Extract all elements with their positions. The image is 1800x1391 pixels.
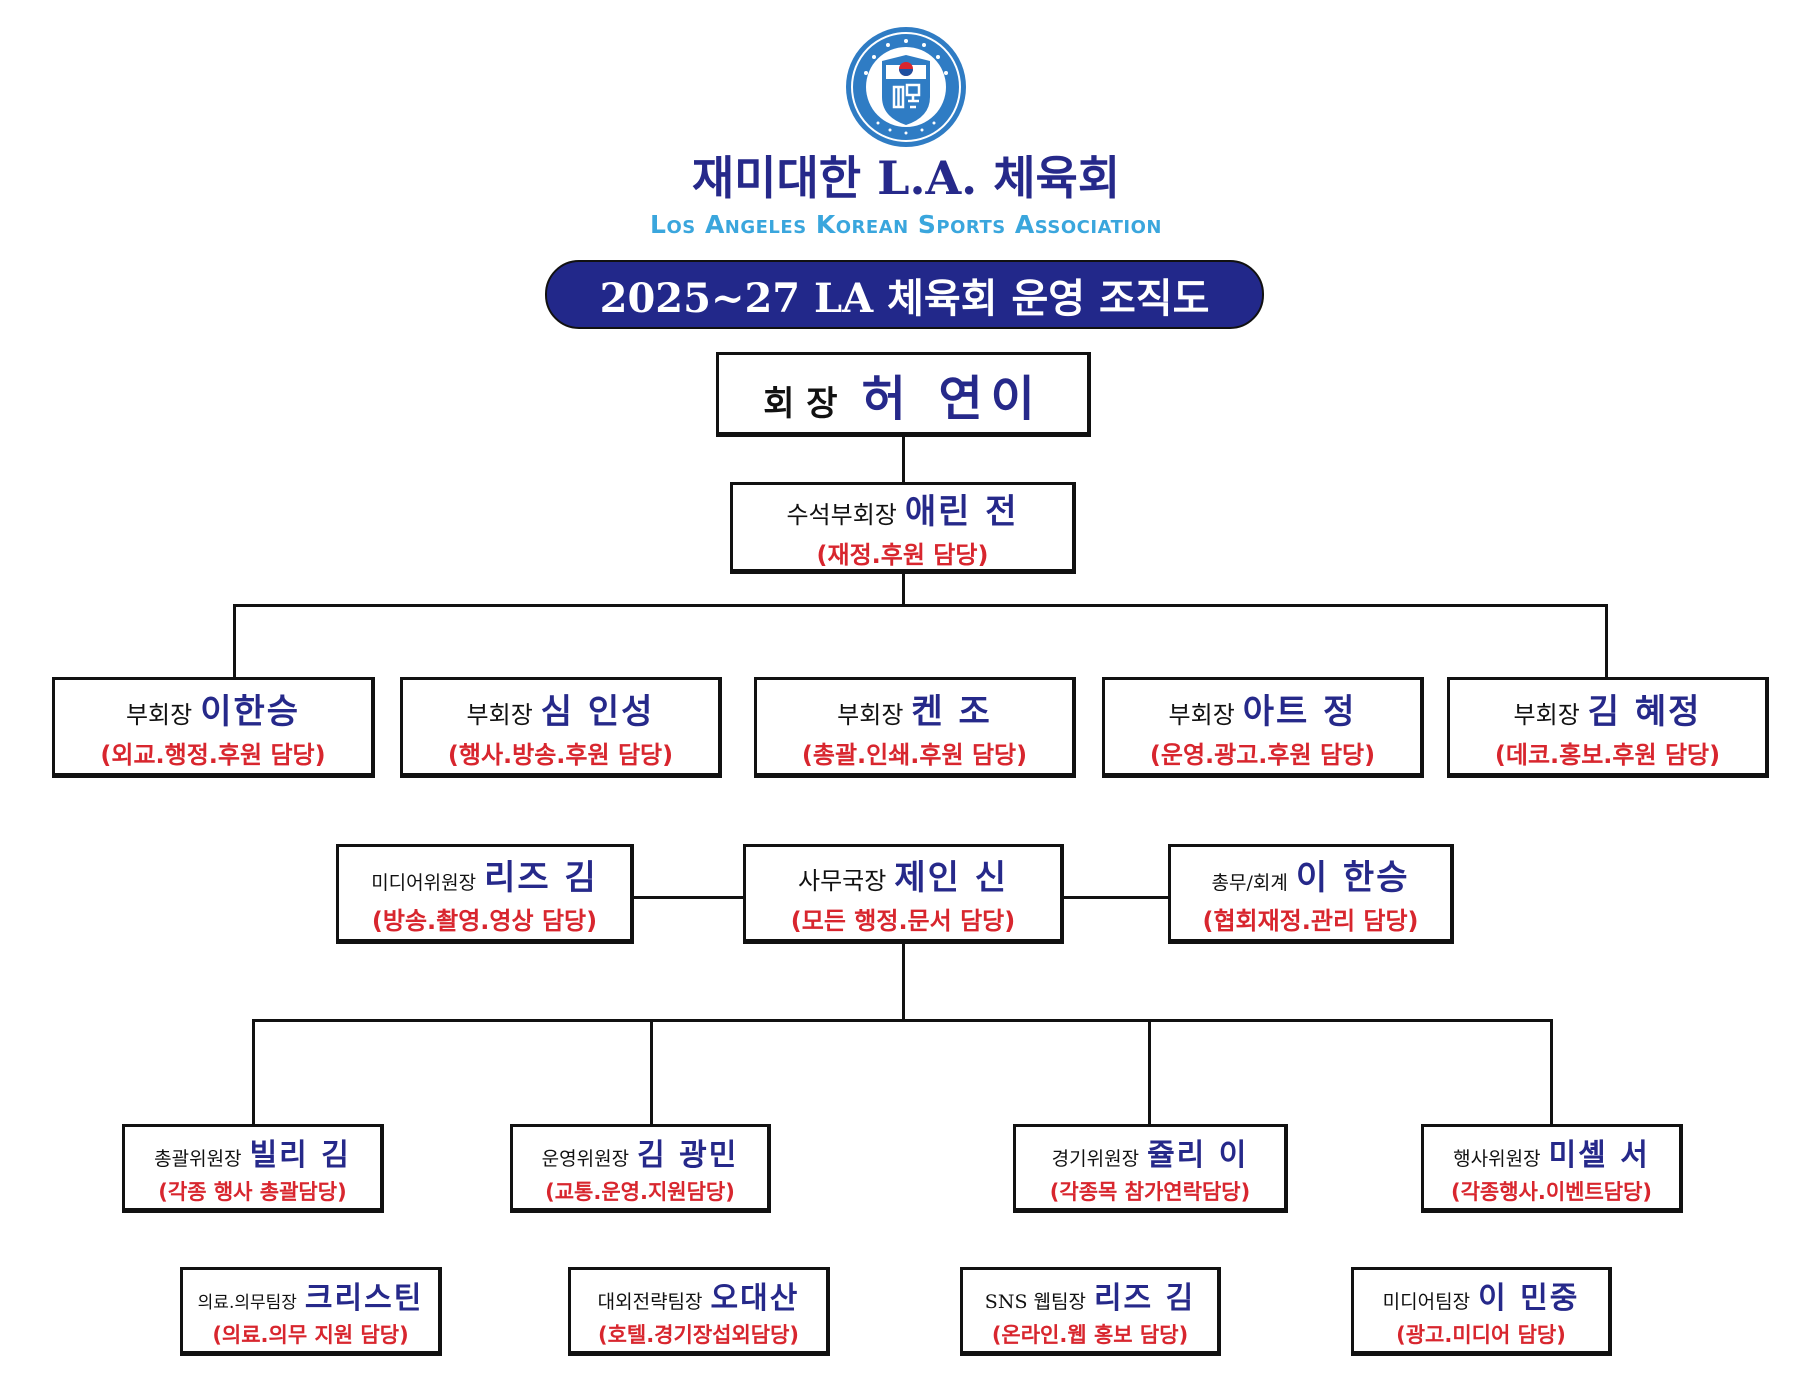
team-box: 대외전략팀장 오대산 (호텔.경기장섭외담당) [568,1267,830,1356]
role-label: 운영위원장 [541,1147,630,1170]
duty-label: (각종 행사 총괄담당) [158,1179,347,1204]
connector [650,1019,653,1124]
duty-label: (온라인.웹 홍보 담당) [991,1322,1189,1347]
role-label: 수석부회장 [786,501,897,529]
duty-label: (협회재정.관리 담당) [1202,907,1419,935]
connector [233,604,1608,607]
duty-label: (교통.운영.지원담당) [545,1179,735,1204]
duty-label: (총괄.인쇄.후원 담당) [801,740,1028,769]
role-label: 회 장 [763,383,838,424]
role-label: 미디어위원장 [371,872,477,894]
connector [1605,604,1608,677]
person-name: 리즈 김 [484,858,598,898]
duty-label: (행사.방송.후원 담당) [447,740,674,769]
connector [1064,896,1168,899]
role-label: 부회장 [125,700,193,729]
duty-label: (호텔.경기장섭외담당) [597,1322,800,1347]
role-label: 대외전략팀장 [597,1290,703,1313]
connector [252,1019,1553,1022]
role-label: SNS 웹팀장 [984,1290,1086,1313]
connector [902,944,905,1022]
person-name: 김 혜정 [1587,691,1702,732]
committee-box: 행사위원장 미셸 서 (각종행사.이벤트담당) [1421,1124,1683,1213]
person-name: 빌리 김 [249,1137,351,1173]
association-logo [846,27,966,147]
role-label: 경기위원장 [1051,1147,1140,1170]
person-name: 허 연이 [861,370,1043,427]
treasurer-box: 총무/회계 이 한승 (협회재정.관리 담당) [1168,844,1454,944]
role-label: 부회장 [1513,700,1580,729]
person-name: 미셸 서 [1548,1137,1650,1173]
duty-label: (각종행사.이벤트담당) [1450,1179,1653,1204]
team-box: 의료.의무팀장 크리스틴 (의료.의무 지원 담당) [180,1267,442,1356]
committee-box: 경기위원장 쥴리 이 (각종목 참가연락담당) [1013,1124,1288,1213]
person-name: 제인 신 [894,858,1008,898]
president-box: 회 장 허 연이 [716,352,1091,437]
connector [902,574,905,607]
title-english: Los Angeles Korean Sports Association [650,210,1162,239]
person-name: 리즈 김 [1093,1280,1196,1316]
duty-label: (모든 행정.문서 담당) [790,907,1016,935]
team-box: SNS 웹팀장 리즈 김 (온라인.웹 홍보 담당) [960,1267,1221,1356]
role-label: 부회장 [466,700,533,729]
person-name: 아트 정 [1242,691,1357,732]
duty-label: (광고.미디어 담당) [1396,1322,1566,1347]
role-label: 사무국장 [797,867,887,895]
person-name: 이한승 [200,691,301,732]
chart-banner: 2025~27 LA 체육회 운영 조직도 [545,260,1264,329]
duty-label: (운영.광고.후원 담당) [1149,740,1376,769]
person-name: 크리스틴 [304,1280,424,1316]
duty-label: (외교.행정.후원 담당) [100,740,326,769]
person-name: 오대산 [710,1280,800,1316]
person-name: 켄 조 [911,691,992,732]
role-label: 행사위원장 [1453,1147,1541,1170]
connector [233,604,236,677]
role-label: 총무/회계 [1211,872,1288,894]
person-name: 심 인성 [540,691,655,732]
committee-box: 총괄위원장 빌리 김 (각종 행사 총괄담당) [122,1124,384,1213]
connector [252,1019,255,1124]
connector [1148,1019,1151,1124]
person-name: 이 한승 [1295,858,1410,898]
person-name: 이 민중 [1478,1280,1580,1316]
title-korean: 재미대한 L.A. 체육회 [691,151,1121,205]
person-name: 애린 전 [904,492,1019,532]
duty-label: (방송.촬영.영상 담당) [371,907,598,935]
connector [634,896,743,899]
duty-label: (재정.후원 담당) [816,541,989,569]
media-chair-box: 미디어위원장 리즈 김 (방송.촬영.영상 담당) [336,844,634,944]
person-name: 김 광민 [637,1137,739,1173]
connector [1550,1019,1553,1124]
role-label: 의료.의무팀장 [197,1292,297,1313]
person-name: 쥴리 이 [1147,1137,1249,1173]
role-label: 부회장 [1168,700,1235,729]
duty-label: (의료.의무 지원 담당) [212,1322,409,1347]
role-label: 총괄위원장 [154,1147,242,1170]
duty-label: (데코.홍보.후원 담당) [1494,740,1721,769]
role-label: 부회장 [837,700,904,729]
duty-label: (각종목 참가연락담당) [1049,1179,1251,1204]
connector [902,437,905,482]
committee-box: 운영위원장 김 광민 (교통.운영.지원담당) [510,1124,771,1213]
role-label: 미디어팀장 [1382,1290,1471,1313]
team-box: 미디어팀장 이 민중 (광고.미디어 담당) [1351,1267,1612,1356]
